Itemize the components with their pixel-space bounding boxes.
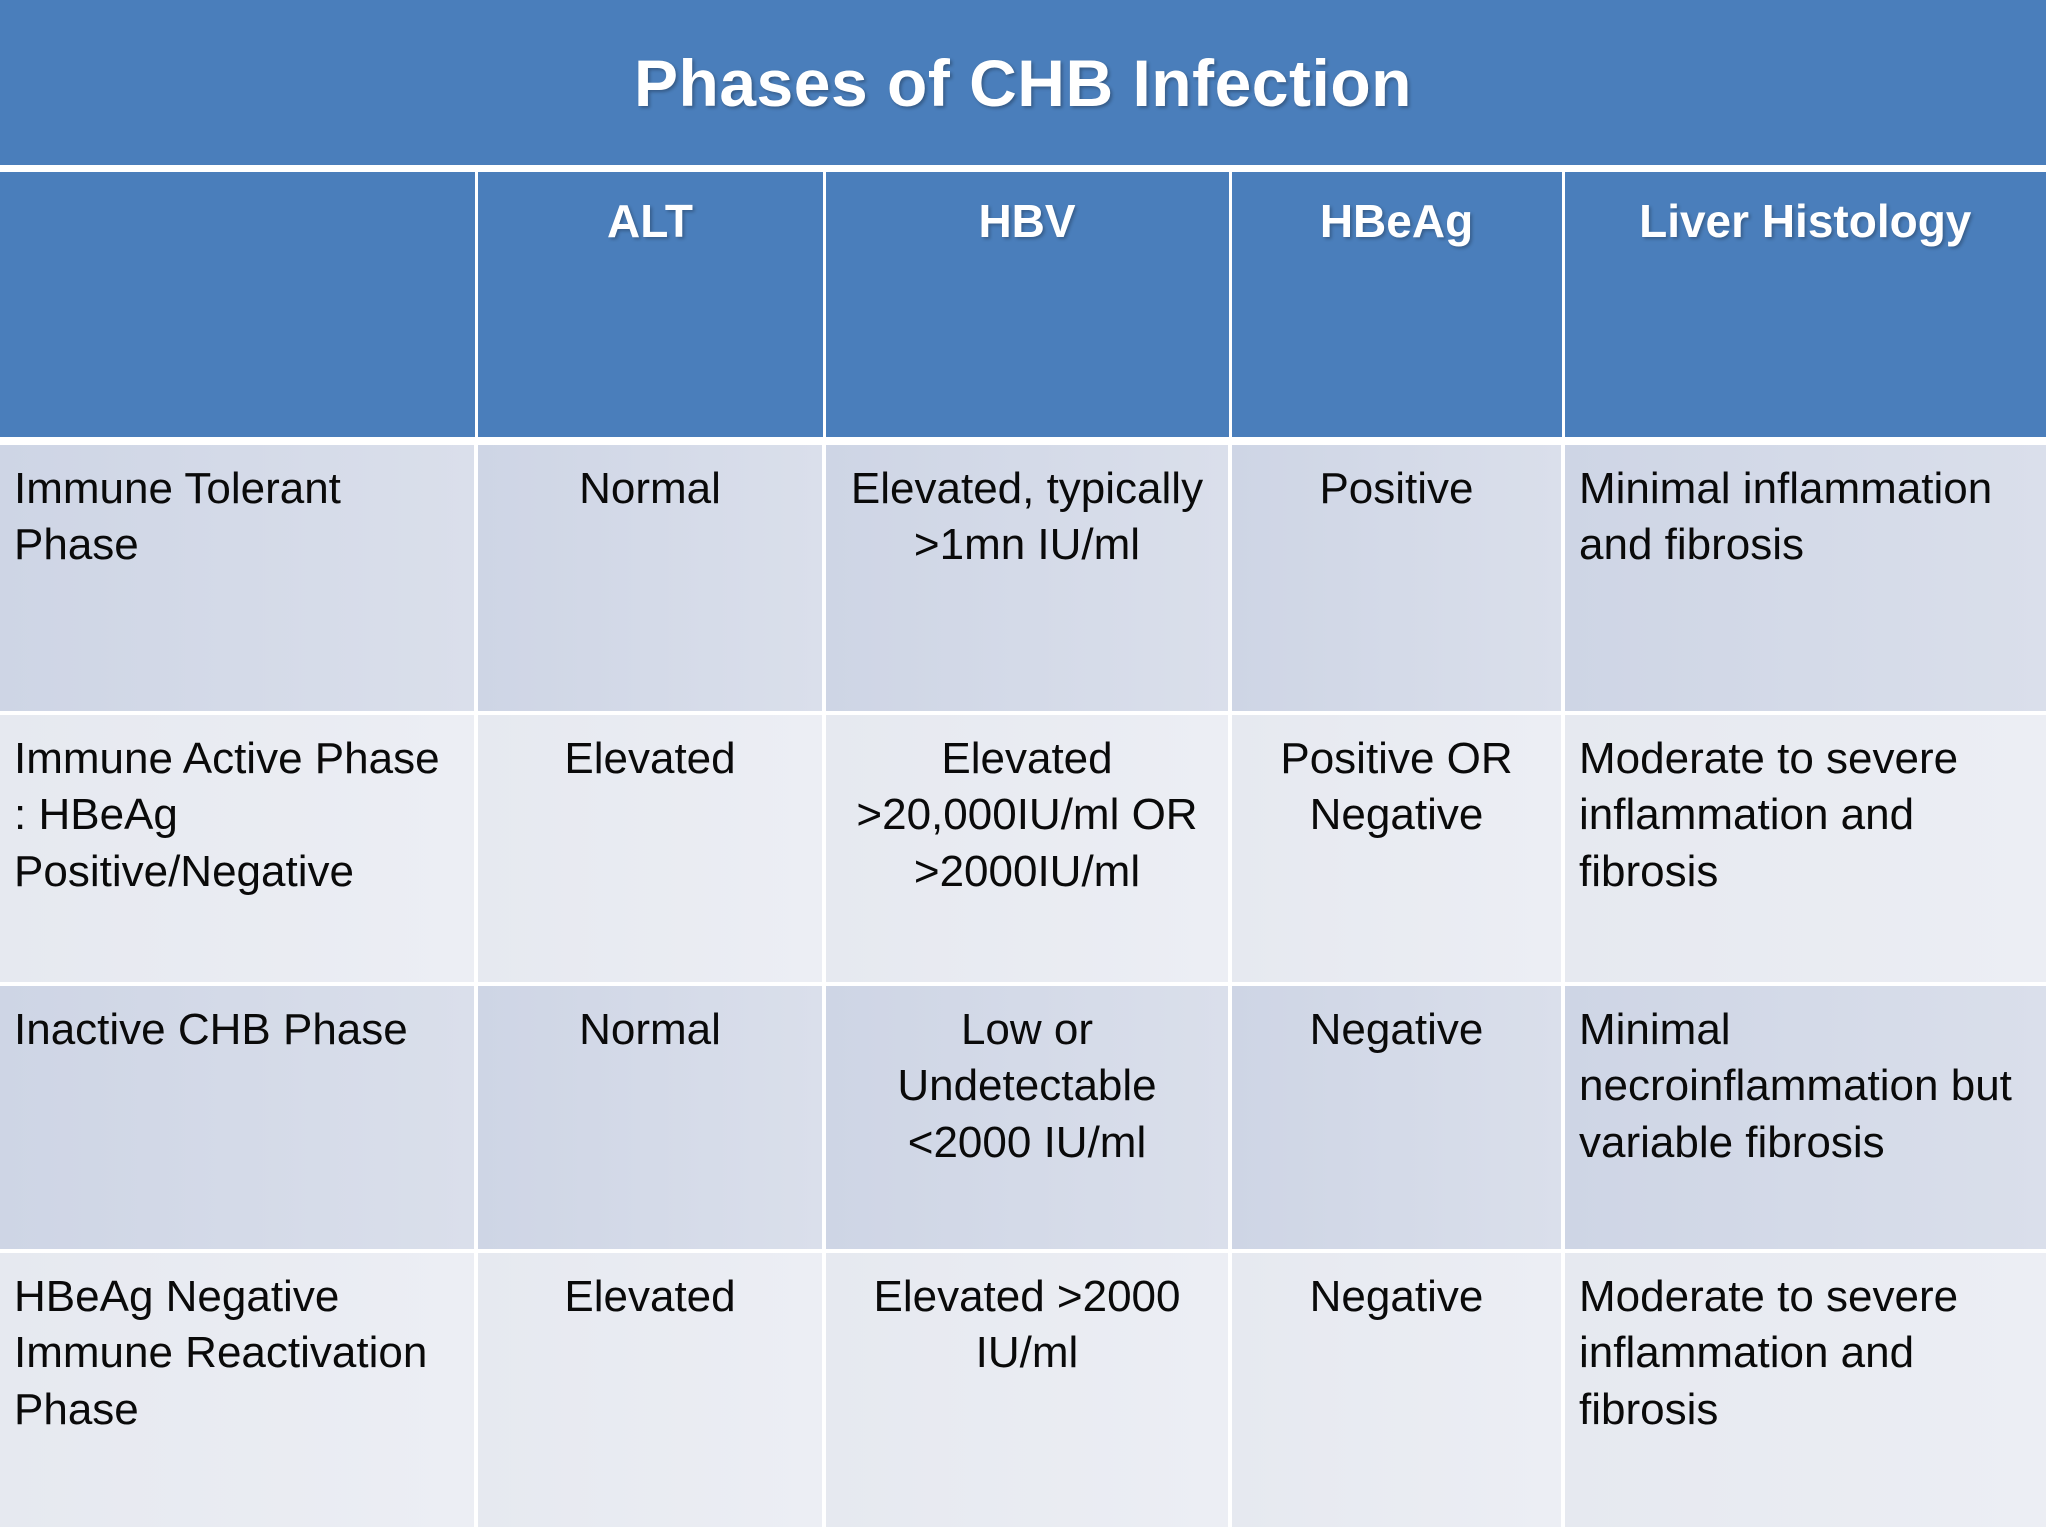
column-header-liver-histology: Liver Histology bbox=[1563, 172, 2046, 437]
cell-alt: Elevated bbox=[476, 713, 826, 986]
column-header-phase bbox=[0, 172, 478, 437]
table-row: Inactive CHB Phase Normal Low or Undetec… bbox=[0, 984, 2046, 1253]
page-title: Phases of CHB Infection bbox=[634, 45, 1412, 120]
gap-cell bbox=[1563, 437, 2046, 445]
title-banner: Phases of CHB Infection bbox=[0, 0, 2046, 165]
gap-cell bbox=[824, 437, 1230, 445]
column-header-hbeag: HBeAg bbox=[1230, 172, 1565, 437]
cell-hbeag: Negative bbox=[1230, 984, 1565, 1253]
cell-hbv: Elevated, typically >1mn IU/ml bbox=[824, 445, 1232, 715]
gap-cell bbox=[476, 437, 824, 445]
gap-cell bbox=[0, 437, 476, 445]
table-row: Immune Active Phase : HBeAg Positive/Neg… bbox=[0, 713, 2046, 986]
gap-cell bbox=[1230, 437, 1563, 445]
cell-hbv: Elevated >2000 IU/ml bbox=[824, 1251, 1232, 1527]
cell-histology: Moderate to severe inflammation and fibr… bbox=[1563, 1251, 2046, 1527]
cell-phase: Immune Tolerant Phase bbox=[0, 445, 478, 715]
cell-phase: Immune Active Phase : HBeAg Positive/Neg… bbox=[0, 713, 478, 986]
cell-alt: Elevated bbox=[476, 1251, 826, 1527]
cell-hbeag: Positive OR Negative bbox=[1230, 713, 1565, 986]
table-row: HBeAg Negative Immune Reactivation Phase… bbox=[0, 1251, 2046, 1527]
column-header-alt: ALT bbox=[476, 172, 826, 437]
chb-phases-table: ALT HBV HBeAg Liver Histology Immune Tol… bbox=[0, 172, 2046, 1527]
cell-hbeag: Negative bbox=[1230, 1251, 1565, 1527]
cell-hbeag: Positive bbox=[1230, 445, 1565, 715]
table-row: Immune Tolerant Phase Normal Elevated, t… bbox=[0, 445, 2046, 715]
header-body-gap bbox=[0, 437, 2046, 445]
cell-histology: Minimal necroinflammation but variable f… bbox=[1563, 984, 2046, 1253]
column-header-hbv: HBV bbox=[824, 172, 1232, 437]
table-header-row: ALT HBV HBeAg Liver Histology bbox=[0, 172, 2046, 437]
cell-histology: Minimal inflammation and fibrosis bbox=[1563, 445, 2046, 715]
cell-alt: Normal bbox=[476, 445, 826, 715]
cell-phase: HBeAg Negative Immune Reactivation Phase bbox=[0, 1251, 478, 1527]
cell-hbv: Elevated >20,000IU/ml OR >2000IU/ml bbox=[824, 713, 1232, 986]
cell-hbv: Low or Undetectable <2000 IU/ml bbox=[824, 984, 1232, 1253]
cell-histology: Moderate to severe inflammation and fibr… bbox=[1563, 713, 2046, 986]
cell-phase: Inactive CHB Phase bbox=[0, 984, 478, 1253]
cell-alt: Normal bbox=[476, 984, 826, 1253]
